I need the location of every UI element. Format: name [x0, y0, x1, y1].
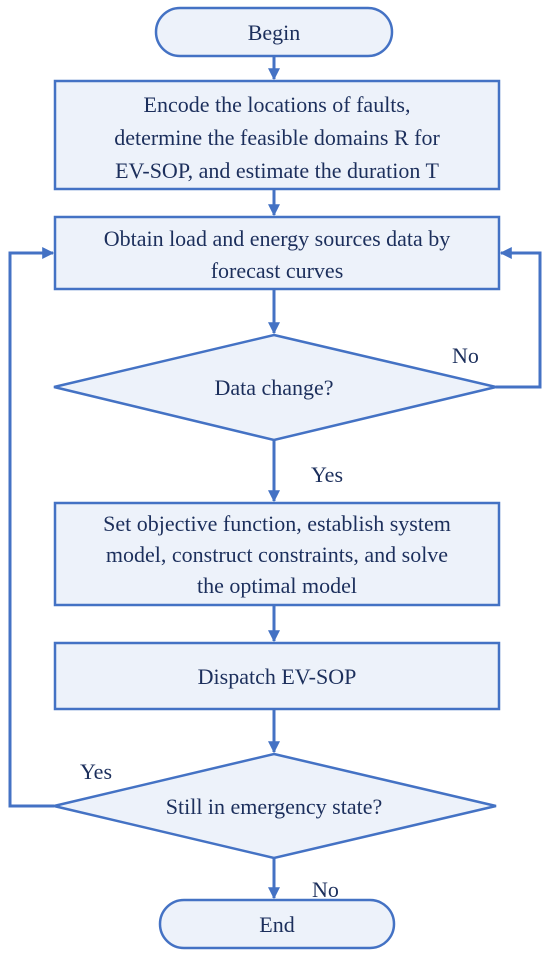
data-change-yes-label: Yes	[311, 462, 343, 487]
begin-shape	[154, 6, 394, 58]
emergency-decision-node: Still in emergency state?	[53, 752, 497, 860]
encode-line-2: determine the feasible domains R for	[114, 125, 440, 150]
encode-process-node: Encode the locations of faults, determin…	[53, 79, 501, 191]
begin-node: Begin	[154, 6, 394, 58]
edge-emergency-yes-loop	[8, 247, 55, 808]
end-shape	[158, 898, 396, 950]
edge-data-change-no-loop	[496, 247, 542, 389]
emergency-yes-label: Yes	[80, 759, 112, 784]
begin-label: Begin	[248, 20, 301, 45]
encode-line-1: Encode the locations of faults,	[144, 92, 411, 117]
set-objective-line-1: Set objective function, establish system	[103, 511, 451, 536]
set-objective-line-2: model, construct constraints, and solve	[106, 542, 448, 567]
encode-line-3: EV-SOP, and estimate the duration T	[115, 158, 439, 183]
emergency-label: Still in emergency state?	[166, 794, 382, 819]
set-objective-shape	[53, 501, 501, 607]
end-node: End	[158, 898, 396, 950]
dispatch-label: Dispatch EV-SOP	[198, 664, 357, 689]
data-change-diamond	[53, 333, 497, 442]
emergency-no-label: No	[312, 877, 339, 902]
obtain-line-2: forecast curves	[211, 258, 344, 283]
data-change-label: Data change?	[214, 375, 333, 400]
end-label: End	[259, 912, 294, 937]
obtain-data-node: Obtain load and energy sources data by f…	[53, 215, 501, 291]
set-objective-node: Set objective function, establish system…	[53, 501, 501, 607]
data-change-no-label: No	[452, 343, 479, 368]
dispatch-shape	[53, 641, 501, 711]
obtain-data-shape	[53, 215, 501, 291]
obtain-line-1: Obtain load and energy sources data by	[104, 226, 451, 251]
dispatch-node: Dispatch EV-SOP	[53, 641, 501, 711]
data-change-decision-node: Data change?	[53, 333, 497, 442]
connectors	[8, 56, 542, 900]
emergency-diamond	[53, 752, 497, 860]
encode-process-shape	[53, 79, 501, 191]
set-objective-line-3: the optimal model	[197, 573, 357, 598]
